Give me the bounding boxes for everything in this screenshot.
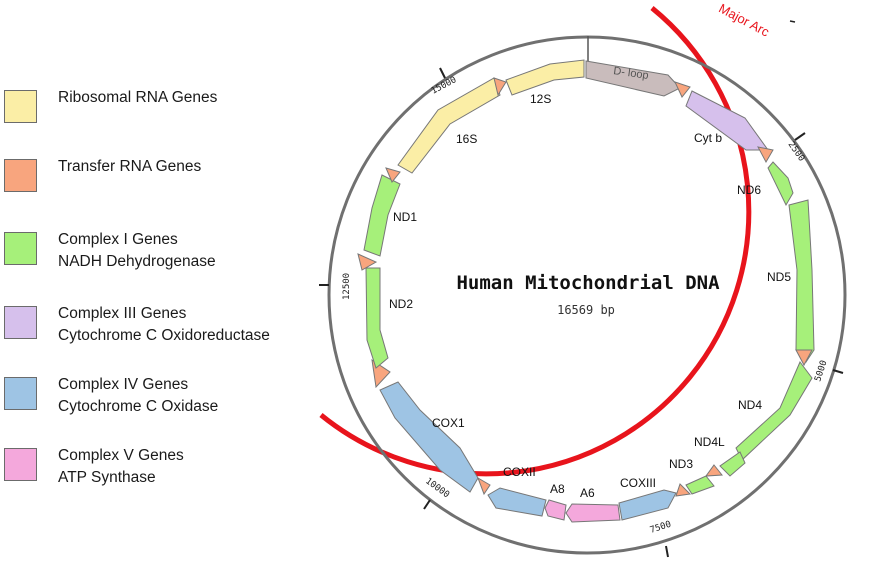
legend-label: Transfer RNA Genes bbox=[58, 158, 202, 175]
trna-arrow bbox=[385, 167, 401, 183]
gene-d-loop bbox=[585, 60, 681, 97]
legend-label: Complex I Genes bbox=[58, 231, 178, 248]
tick-5000 bbox=[832, 369, 844, 374]
gene-nd4l bbox=[719, 451, 746, 477]
gene-16s bbox=[397, 77, 501, 174]
label-cox1: COX1 bbox=[432, 416, 465, 430]
legend-swatch-ribosomal bbox=[4, 90, 37, 123]
trna-arrow bbox=[674, 81, 691, 98]
legend-label: Complex IV Genes bbox=[58, 376, 189, 393]
trna-arrow bbox=[477, 476, 491, 496]
tick-label-12500: 12500 bbox=[342, 273, 352, 300]
trna-arrow bbox=[704, 464, 723, 477]
label-a6: A6 bbox=[580, 486, 595, 500]
gene-cyt-b bbox=[685, 90, 769, 151]
gene-12s bbox=[505, 59, 585, 96]
label-nd6: ND6 bbox=[737, 183, 761, 197]
label-nd3: ND3 bbox=[669, 457, 693, 471]
tick-label-2500: 2500 bbox=[786, 140, 807, 164]
gene-cox1 bbox=[379, 381, 479, 493]
label-a8: A8 bbox=[550, 482, 565, 496]
legend: Ribosomal RNA Genes Transfer RNA Genes C… bbox=[0, 0, 320, 587]
diagram-subtitle: 16569 bp bbox=[557, 303, 615, 317]
legend-label: Complex III Genes bbox=[58, 305, 187, 322]
gene-cox3 bbox=[618, 489, 677, 521]
legend-sublabel: ATP Synthase bbox=[58, 469, 156, 486]
tick-7500 bbox=[665, 545, 669, 558]
gene-a6 bbox=[565, 503, 621, 523]
gene-nd1 bbox=[363, 174, 401, 257]
label-cyt-b: Cyt b bbox=[694, 131, 722, 145]
legend-sublabel: Cytochrome C Oxidase bbox=[58, 398, 219, 415]
label-nd4: ND4 bbox=[738, 398, 762, 412]
label-nd4l: ND4L bbox=[694, 435, 725, 449]
legend-swatch-complex1 bbox=[4, 232, 37, 265]
label-cox2: COXII bbox=[503, 465, 536, 479]
tick-15000 bbox=[439, 67, 446, 79]
diagram-title: Human Mitochondrial DNA bbox=[456, 272, 720, 294]
tick-2500 bbox=[794, 132, 806, 141]
trna-arrow bbox=[493, 77, 507, 97]
label-d-loop: D- loop bbox=[613, 65, 650, 82]
label-cox3: COXIII bbox=[620, 476, 656, 490]
label-nd5: ND5 bbox=[767, 270, 791, 284]
gene-labels: D- loop Cyt b ND6 ND5 ND4 ND4L ND3 COXII… bbox=[389, 65, 791, 500]
label-12s: 12S bbox=[530, 92, 551, 106]
tick-label-7500: 7500 bbox=[649, 520, 673, 536]
mark bbox=[789, 20, 796, 23]
gene-nd3 bbox=[685, 475, 715, 495]
major-arc-label: Major Arc bbox=[716, 1, 772, 40]
legend-swatch-trna bbox=[4, 159, 37, 192]
gene-nd5 bbox=[788, 199, 815, 363]
trna-arrow bbox=[757, 146, 774, 164]
tick-label-5000: 5000 bbox=[813, 359, 829, 383]
label-16s: 16S bbox=[456, 132, 477, 146]
legend-swatch-complex4 bbox=[4, 377, 37, 410]
label-nd1: ND1 bbox=[393, 210, 417, 224]
legend-swatch-complex5 bbox=[4, 448, 37, 481]
gene-nd6 bbox=[767, 161, 794, 207]
label-nd2: ND2 bbox=[389, 297, 413, 311]
legend-sublabel: NADH Dehydrogenase bbox=[58, 253, 216, 270]
legend-label: Ribosomal RNA Genes bbox=[58, 89, 218, 106]
legend-label: Complex V Genes bbox=[58, 447, 184, 464]
tick-10000 bbox=[423, 499, 431, 510]
genome-circle bbox=[327, 35, 847, 555]
tick-label-15000: 15000 bbox=[430, 75, 459, 97]
trna-arrow bbox=[795, 349, 813, 367]
gene-cox2 bbox=[487, 487, 547, 517]
trna-arrow bbox=[357, 253, 378, 271]
gene-nd2 bbox=[365, 267, 389, 369]
legend-sublabel: Cytochrome C Oxidoreductase bbox=[58, 327, 270, 344]
gene-track bbox=[357, 59, 815, 523]
legend-swatch-complex3 bbox=[4, 306, 37, 339]
gene-a8 bbox=[544, 499, 567, 521]
trna-arrow bbox=[675, 483, 692, 497]
